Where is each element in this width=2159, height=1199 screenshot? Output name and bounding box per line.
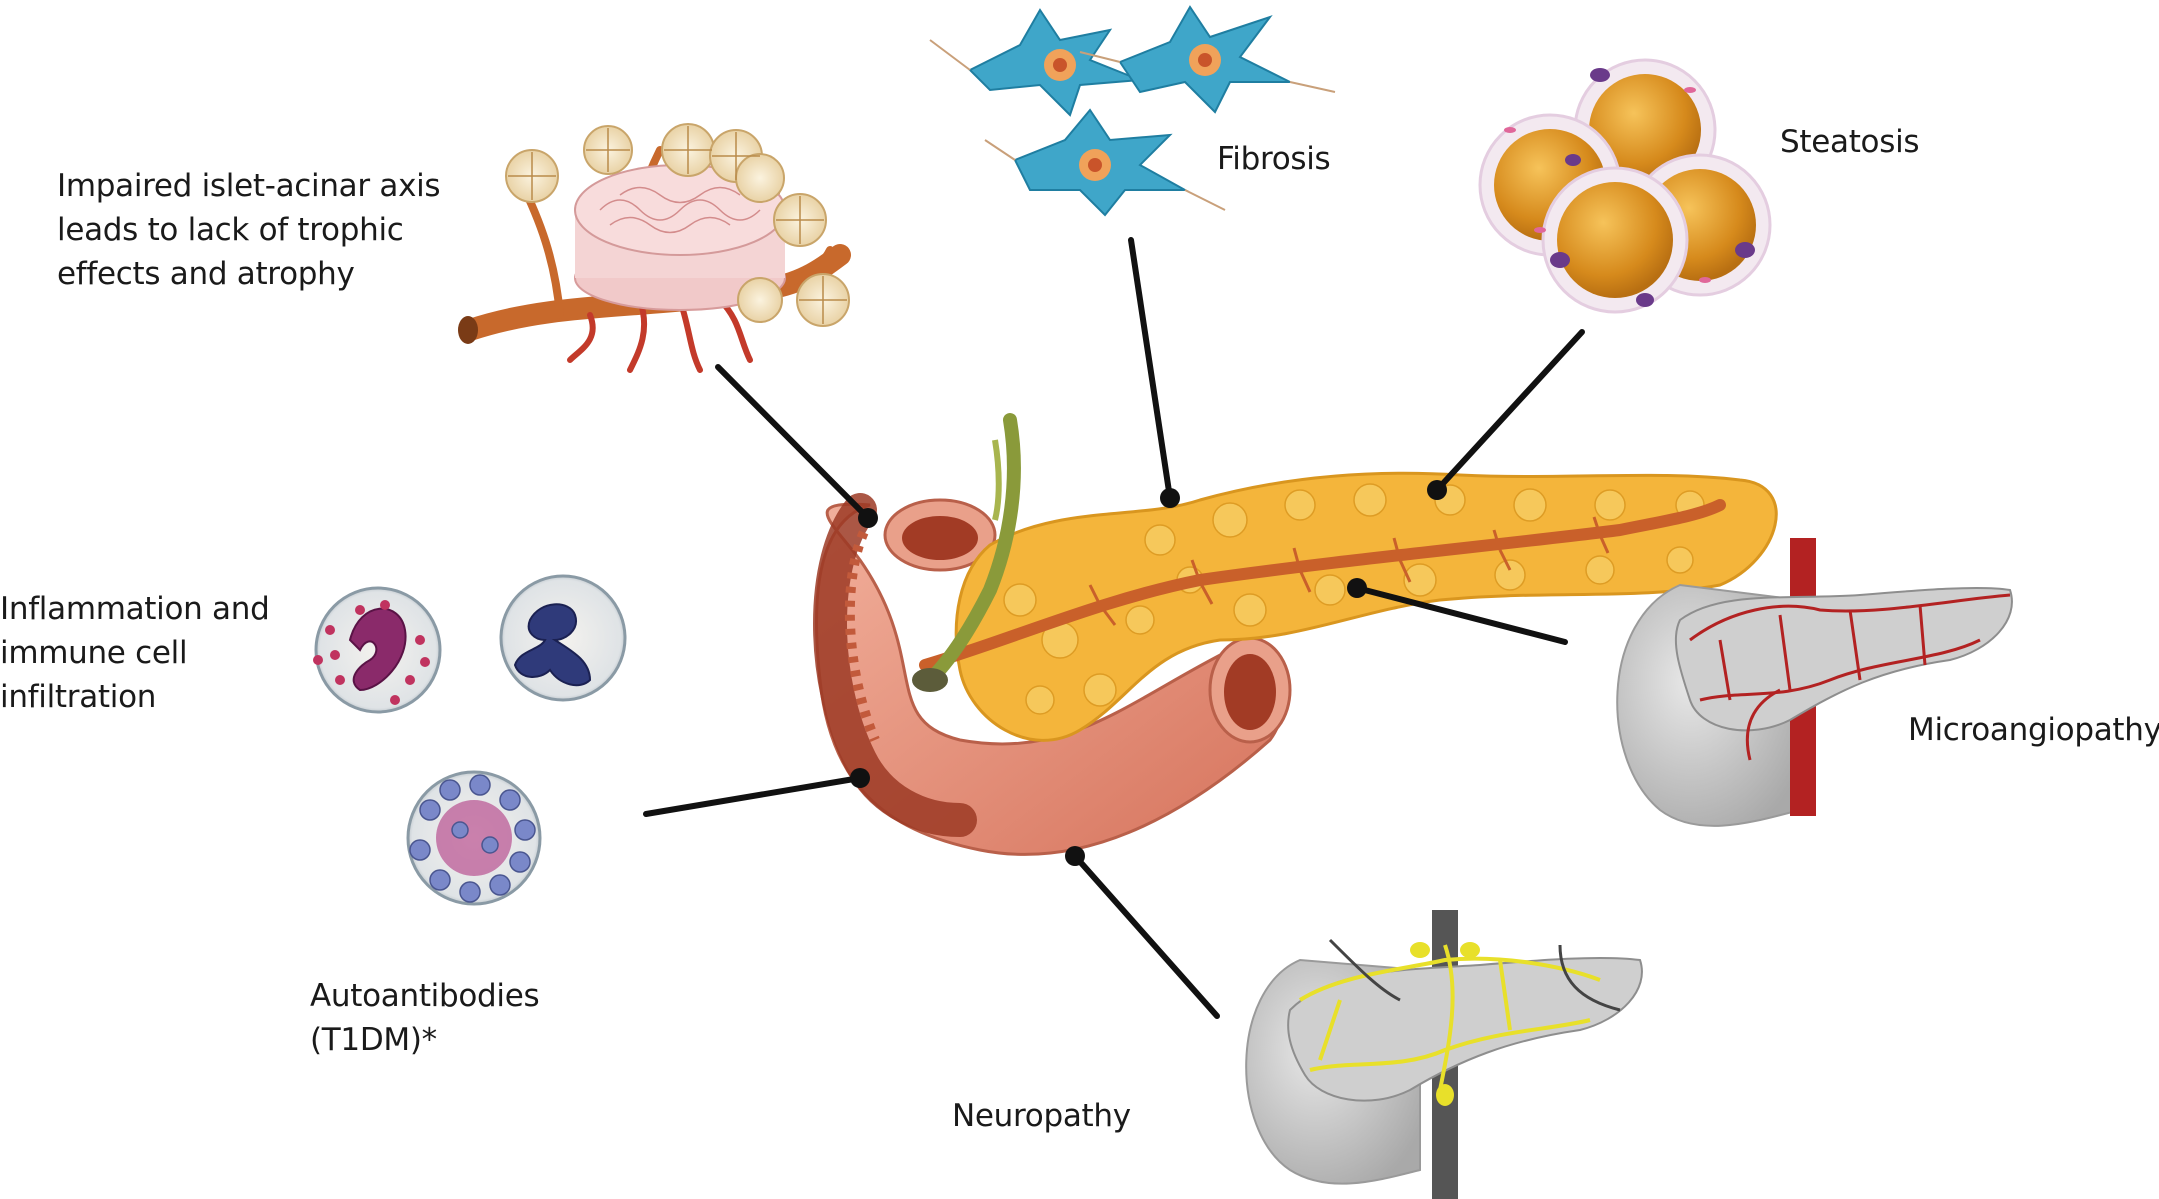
leader-line-neuropathy: [1072, 853, 1220, 1019]
leader-dot-microangiopathy: [1347, 578, 1367, 598]
label-steatosis: Steatosis: [1780, 124, 1920, 160]
leader-dot-islet: [858, 508, 878, 528]
leader-dot-neuropathy: [1065, 846, 1085, 866]
leader-dot-inflammation: [850, 768, 870, 788]
neuropathy-illustration: [1245, 910, 1643, 1199]
label-fibrosis: Fibrosis: [1217, 141, 1331, 177]
lymphocyte-cluster: [406, 770, 542, 906]
label-neuropathy: Neuropathy: [952, 1098, 1131, 1134]
pancreas-duodenum-illustration: [813, 413, 1778, 856]
leader-dot-fibrosis: [1160, 488, 1180, 508]
leader-line-inflammation: [643, 775, 863, 817]
label-inflammation: Inflammation and immune cell infiltratio…: [0, 591, 270, 715]
label-islet-acinar-axis: Impaired islet-acinar axis leads to lack…: [57, 168, 441, 292]
leader-dots: [850, 480, 1447, 866]
label-microangiopathy: Microangiopathy: [1908, 712, 2159, 748]
label-autoantibodies: Autoantibodies (T1DM)*: [310, 978, 540, 1058]
neutrophil: [499, 574, 627, 702]
islet-acinar-illustration: [458, 123, 851, 373]
leader-dot-steatosis: [1427, 480, 1447, 500]
leader-line-islet: [715, 364, 871, 521]
fat-cells: [1478, 58, 1772, 314]
leader-line-fibrosis: [1128, 237, 1173, 501]
leader-lines: [643, 237, 1585, 1019]
microangiopathy-illustration: [1616, 538, 2013, 827]
leader-line-microangiopathy: [1354, 585, 1568, 645]
immune-cells: [313, 574, 627, 906]
leader-line-steatosis: [1434, 329, 1585, 493]
fibroblast-cells: [929, 5, 1336, 217]
eosinophil: [313, 586, 442, 714]
